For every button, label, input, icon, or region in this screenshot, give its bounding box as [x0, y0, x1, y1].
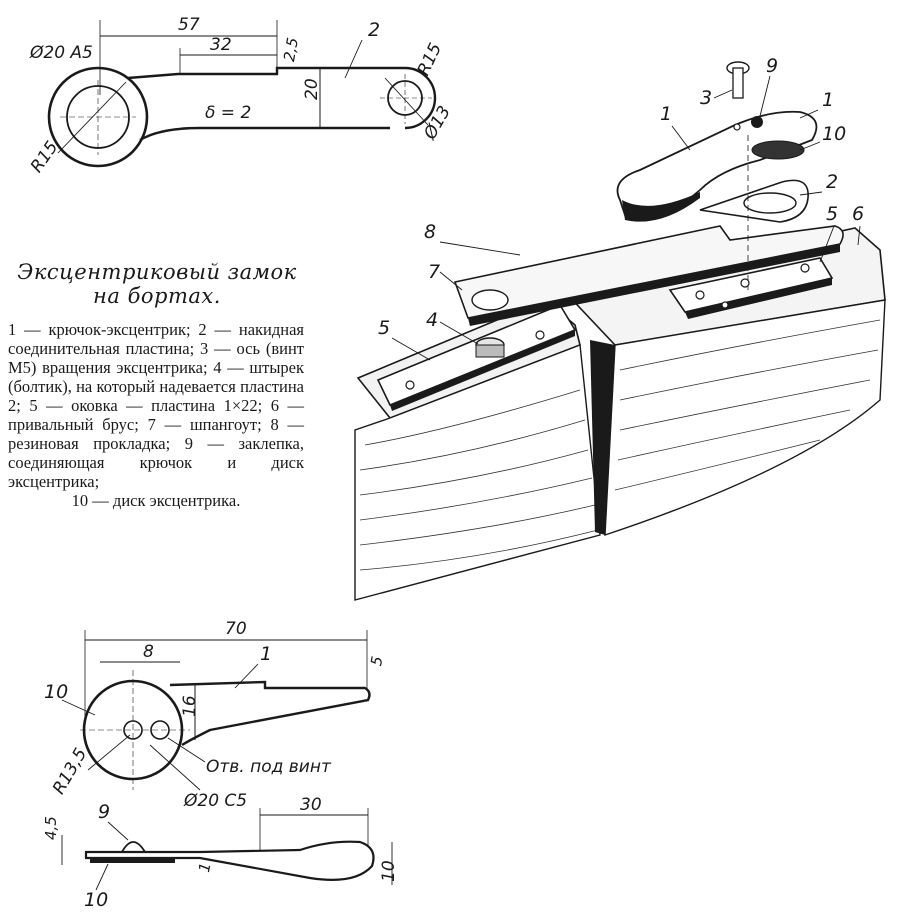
label-1a: 1 [660, 103, 672, 125]
right-binding-edge [685, 278, 832, 319]
plate-bottom-edge [139, 126, 390, 142]
screw-hole-note: Отв. под винт [206, 757, 332, 777]
dim-10: 10 [379, 860, 399, 882]
dim-r13-5: R13,5 [49, 745, 91, 798]
hook-side-profile [84, 840, 375, 881]
label-5a: 5 [378, 317, 390, 339]
leader-line [107, 821, 129, 841]
dia-leader [57, 81, 127, 154]
label-9: 9 [766, 55, 778, 77]
wood-grain-left [359, 389, 599, 571]
hook-drawing: 70 8 5 16 1 10 R13,5 Ø20 C5 Отв. под вин… [44, 619, 386, 811]
eccentric-disk [751, 140, 805, 160]
label-5b: 5 [826, 203, 838, 225]
leader-line [344, 39, 363, 79]
rivets [405, 263, 810, 390]
dia-leader [384, 77, 429, 126]
leader-line [149, 744, 201, 791]
label-2: 2 [826, 171, 838, 193]
rivet-9 [751, 116, 763, 128]
plate-hole-left [471, 289, 509, 311]
screw-hole [150, 720, 170, 740]
side-view: 30 4,5 1 10 9 10 [42, 795, 399, 911]
label-hook-10: 10 [44, 681, 68, 703]
leader-line [234, 663, 259, 689]
plate-left-ring [47, 66, 149, 168]
label-8: 8 [424, 221, 436, 243]
axis-hole [733, 123, 741, 131]
label-1b: 1 [822, 89, 834, 111]
label-side-10: 10 [84, 889, 108, 911]
label-3: 3 [700, 87, 712, 109]
pin-body [475, 344, 505, 358]
caption-text-last: 10 — диск эксцентрика. [71, 491, 241, 510]
rubber-gasket [590, 340, 615, 535]
dim-16: 16 [180, 695, 200, 717]
label-side-9: 9 [98, 801, 110, 823]
left-board-side [354, 344, 601, 601]
dim-d20-a5: Ø20 A5 [29, 43, 93, 63]
connecting-plate [453, 225, 844, 319]
hook-arm [169, 680, 371, 747]
dim-2-5: 2,5 [280, 36, 302, 63]
dim-d20-c5: Ø20 C5 [183, 791, 247, 811]
connecting-plate-edge [468, 244, 840, 326]
left-binding-edge [390, 330, 575, 411]
dim-32: 32 [210, 35, 232, 55]
dim-d13: Ø13 [420, 103, 455, 144]
leader-line [61, 699, 96, 716]
wood-grain-right [614, 319, 881, 491]
plate-drawing: 57 32 2,5 20 Ø20 A5 R15 R15 Ø13 δ = 2 2 [27, 15, 455, 177]
screw-shank [732, 67, 744, 99]
dim-20: 20 [302, 78, 322, 100]
label-7: 7 [428, 261, 440, 283]
dim-30: 30 [300, 795, 322, 815]
leader-line [167, 737, 206, 763]
dim-8: 8 [143, 642, 154, 662]
label-6: 6 [852, 203, 864, 225]
assembly-drawing: 1 1 2 3 4 5 5 6 7 8 9 10 [354, 55, 886, 601]
plate-right-end [404, 66, 437, 130]
exploded-plate-hole [743, 192, 797, 214]
leader-line [87, 734, 131, 771]
dim-57: 57 [178, 15, 200, 35]
disk-side [90, 858, 175, 863]
leader-lines [391, 75, 861, 361]
leader-line [95, 863, 109, 891]
figure-title: Эксцентриковый замок на бортах. [17, 260, 297, 308]
dim-5: 5 [367, 655, 386, 668]
dim-thickness: δ = 2 [205, 103, 251, 123]
dim-1: 1 [195, 861, 214, 874]
label-10: 10 [822, 123, 846, 145]
dim-r15-right: R15 [414, 40, 446, 79]
dim-70: 70 [225, 619, 247, 639]
figure-caption: 1 — крючок-эксцентрик; 2 — накидная соед… [8, 320, 304, 510]
plate-top-edge [127, 66, 405, 80]
rivet-head [121, 841, 146, 853]
hook-shadow [622, 192, 700, 222]
label-hook-1: 1 [260, 643, 272, 665]
label-4: 4 [426, 309, 438, 331]
caption-text: 1 — крючок-эксцентрик; 2 — накидная соед… [8, 320, 304, 491]
dim-4-5: 4,5 [42, 816, 60, 840]
part-label-2: 2 [368, 19, 380, 41]
